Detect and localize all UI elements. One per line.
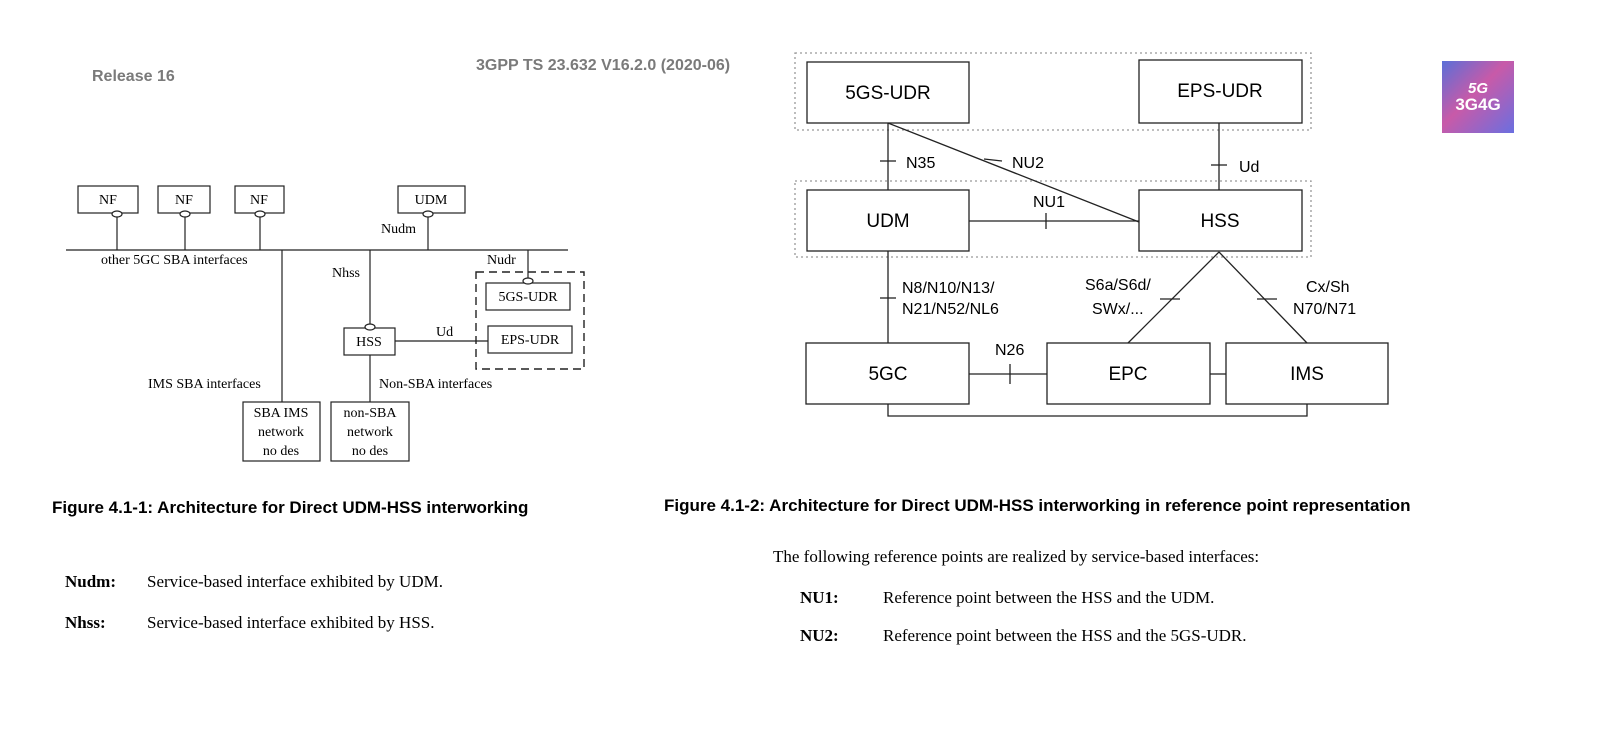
logo-5g-text: 5G: [1467, 79, 1488, 97]
fig2-cx-label-1: Cx/Sh: [1306, 279, 1350, 296]
fig2-5gs-udr-label: 5GS-UDR: [845, 83, 931, 104]
fig1-nf3-port: [254, 210, 266, 218]
figure-1-caption: Figure 4.1-1: Architecture for Direct UD…: [52, 498, 529, 517]
def-nu2-term: NU2:: [800, 626, 839, 645]
def-nu2-desc: Reference point between the HSS and the …: [883, 626, 1247, 645]
def-nu2: NU2: Reference point between the HSS and…: [800, 626, 1247, 646]
fig1-udr-port: [522, 277, 534, 285]
fig2-nu2-label: NU2: [1012, 155, 1044, 172]
fig2-eps-udr-box: [1138, 59, 1303, 124]
fig1-non-sba-nodes-box: [330, 401, 410, 462]
fig1-nhss-label: Nhss: [332, 266, 360, 281]
fig1-nf2-port: [179, 210, 191, 218]
fig2-s6a-label-1: S6a/S6d/: [1085, 277, 1151, 294]
def-nudm: Nudm: Service-based interface exhibited …: [65, 572, 443, 592]
fig1-ud-label: Ud: [436, 325, 453, 340]
fig2-cx-label-2: N70/N71: [1293, 301, 1356, 318]
fig1-nudm-label: Nudm: [381, 222, 416, 237]
fig2-5gc-label: 5GC: [868, 364, 907, 385]
fig1-udr-group: [475, 271, 585, 370]
fig1-non-sba-label: Non-SBA interfaces: [379, 377, 492, 392]
spec-title: 3GPP TS 23.632 V16.2.0 (2020-06): [476, 57, 731, 74]
def-nhss: Nhss: Service-based interface exhibited …: [65, 613, 435, 633]
fig1-sba-ims-line2: network: [258, 425, 304, 440]
fig1-eps-udr-box: [487, 325, 573, 354]
fig1-non-sba-line2: network: [347, 425, 393, 440]
logo-3g4g-text: 3G4G: [1455, 94, 1501, 114]
fig2-eps-udr-label: EPS-UDR: [1177, 81, 1263, 102]
logo-3g4g: 5G 3G4G: [1442, 61, 1514, 133]
fig1-ims-sba-label: IMS SBA interfaces: [148, 377, 261, 392]
fig1-nf-label-2: NF: [175, 193, 193, 208]
figure-2-caption: Figure 4.1-2: Architecture for Direct UD…: [664, 496, 1411, 515]
def-nudm-desc: Service-based interface exhibited by UDM…: [147, 572, 443, 591]
fig1-non-sba-line1: non-SBA: [344, 406, 398, 421]
def-nu1-term: NU1:: [800, 588, 839, 607]
def-nu1-desc: Reference point between the HSS and the …: [883, 588, 1215, 607]
fig2-epc-label: EPC: [1108, 364, 1147, 385]
fig2-udm-label: UDM: [866, 211, 909, 232]
fig1-other-sba-label: other 5GC SBA interfaces: [101, 253, 248, 268]
def-nhss-desc: Service-based interface exhibited by HSS…: [147, 613, 435, 632]
fig2-core-group: [794, 180, 1312, 258]
fig1-nf-label-1: NF: [99, 193, 117, 208]
fig1-hss-label: HSS: [356, 335, 382, 350]
fig2-s6a-label-2: SWx/...: [1092, 301, 1144, 318]
fig1-sba-ims-nodes-box: [242, 401, 321, 462]
fig2-n35-label: N35: [906, 155, 935, 172]
fig2-n8-label-1: N8/N10/N13/: [902, 280, 995, 297]
fig2-n26-label: N26: [995, 342, 1024, 359]
fig2-n8-label-2: N21/N52/NL6: [902, 301, 999, 318]
fig1-non-sba-line3: no des: [352, 444, 388, 459]
fig2-hss-label: HSS: [1200, 211, 1239, 232]
fig1-eps-udr-label: EPS-UDR: [501, 333, 560, 348]
fig1-nf-label-3: NF: [250, 193, 268, 208]
fig1-udm-label: UDM: [415, 193, 448, 208]
def-nhss-term: Nhss:: [65, 613, 106, 632]
def-nudm-term: Nudm:: [65, 572, 117, 591]
fig1-nf-box-1: [77, 185, 139, 214]
fig2-ud-label: Ud: [1239, 159, 1259, 176]
fig2-ims-label: IMS: [1290, 364, 1324, 385]
def-nu1: NU1: Reference point between the HSS and…: [800, 588, 1214, 608]
fig1-hss-port: [364, 323, 376, 331]
fig2-udr-group: [794, 52, 1312, 131]
fig1-sba-ims-line3: no des: [263, 444, 299, 459]
ref-points-intro: The following reference points are reali…: [773, 547, 1260, 566]
fig2-nu1-label: NU1: [1033, 194, 1065, 211]
fig1-nudr-label: Nudr: [487, 253, 516, 268]
fig1-udm-port: [422, 210, 434, 218]
fig1-sba-ims-line1: SBA IMS: [254, 406, 309, 421]
fig1-nf1-port: [111, 210, 123, 218]
fig1-5gs-udr-label: 5GS-UDR: [498, 290, 558, 305]
release-label: Release 16: [92, 68, 175, 85]
